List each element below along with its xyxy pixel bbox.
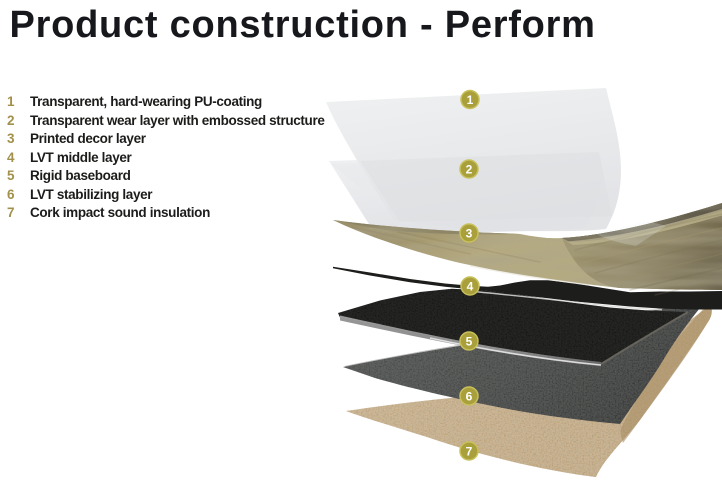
svg-text:4: 4	[467, 279, 474, 293]
svg-text:1: 1	[467, 93, 474, 107]
svg-text:6: 6	[466, 389, 473, 403]
svg-text:5: 5	[466, 334, 473, 348]
svg-text:7: 7	[466, 444, 473, 458]
svg-text:2: 2	[466, 162, 473, 176]
svg-text:3: 3	[466, 226, 473, 240]
